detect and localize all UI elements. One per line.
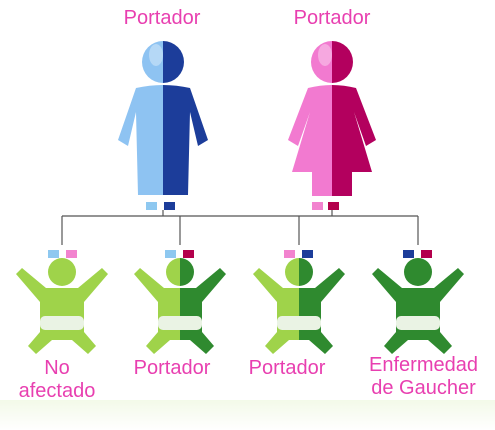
father-gene-pair (146, 202, 175, 210)
child-carrier-1 (134, 250, 226, 354)
child-carrier-2 (253, 250, 345, 354)
mother-gene-pair (312, 202, 339, 210)
child3-gene-a (284, 250, 295, 258)
child-not-affected-label: No afectado (18, 357, 96, 402)
child2-gene-b (183, 250, 194, 258)
mother-figure-icon (288, 41, 376, 196)
baby-figure-icon (16, 258, 108, 354)
child3-gene-b (302, 250, 313, 258)
mother-label: Portador (293, 7, 371, 29)
child4-gene-a (403, 250, 414, 258)
father-figure-icon (118, 41, 208, 195)
baby-figure-icon (253, 258, 345, 354)
child1-gene-b (66, 250, 77, 258)
baby-figure-icon (134, 258, 226, 354)
child-affected (372, 250, 464, 354)
pedigree-connector-lines (61, 210, 419, 245)
father-label: Portador (123, 7, 201, 29)
child-affected-label: Enfermedad de Gaucher (369, 354, 478, 399)
child4-gene-b (421, 250, 432, 258)
baby-figure-icon (372, 258, 464, 354)
child1-gene-a (48, 250, 59, 258)
child2-gene-a (165, 250, 176, 258)
child-not-affected (16, 250, 108, 354)
child-carrier-1-label: Portador (133, 357, 211, 379)
floor-reflection (0, 400, 495, 430)
child-carrier-2-label: Portador (248, 357, 326, 379)
